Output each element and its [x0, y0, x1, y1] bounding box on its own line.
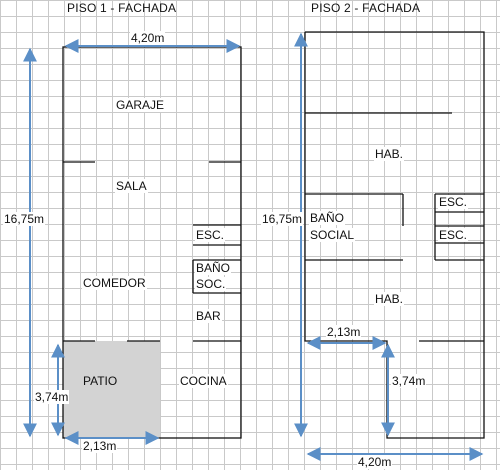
- floor2-height-label: 16,75m: [261, 212, 304, 226]
- room-label-patio: PATIO: [83, 374, 118, 388]
- floor1-height-label: 16,75m: [3, 212, 46, 226]
- floor1-plan: [23, 39, 242, 445]
- room-label-esc-top: ESC.: [438, 195, 469, 209]
- room-label-hab-top: HAB.: [374, 147, 405, 161]
- room-label-bano-social-line1: BAÑO: [309, 211, 346, 225]
- floor2-width-label: 4,20m: [357, 455, 393, 469]
- room-label-sala: SALA: [115, 179, 148, 193]
- floor2-dimension-lines: [294, 32, 484, 461]
- floor2-cut-width-label: 2,13m: [326, 325, 362, 339]
- room-label-bano-line2: SOC.: [195, 277, 227, 291]
- room-label-esc: ESC.: [195, 228, 226, 242]
- room-label-cocina: COCINA: [179, 374, 228, 388]
- room-label-esc-bottom: ESC.: [438, 228, 469, 242]
- floor1-title: PISO 1 - FACHADA: [67, 1, 177, 15]
- floor2-cut-height-label: 3,74m: [391, 374, 427, 388]
- floor1-dimension-lines: [23, 39, 241, 445]
- floor1-width-label: 4,20m: [130, 31, 166, 45]
- floor2-walls: [304, 31, 485, 439]
- floor2-plan: [294, 31, 485, 461]
- room-label-hab-bottom: HAB.: [374, 292, 405, 306]
- room-label-garaje: GARAJE: [115, 98, 166, 112]
- room-label-bano-social-line2: SOCIAL: [309, 228, 356, 242]
- room-label-comedor: COMEDOR: [82, 276, 147, 290]
- patio-area: [63, 341, 160, 438]
- floor2-title: PISO 2 - FACHADA: [311, 1, 421, 15]
- room-label-bano-line1: BAÑO: [195, 261, 232, 275]
- patio-height-label: 3,74m: [34, 390, 70, 404]
- room-label-bar: BAR: [195, 309, 222, 323]
- patio-width-label: 2,13m: [82, 439, 118, 453]
